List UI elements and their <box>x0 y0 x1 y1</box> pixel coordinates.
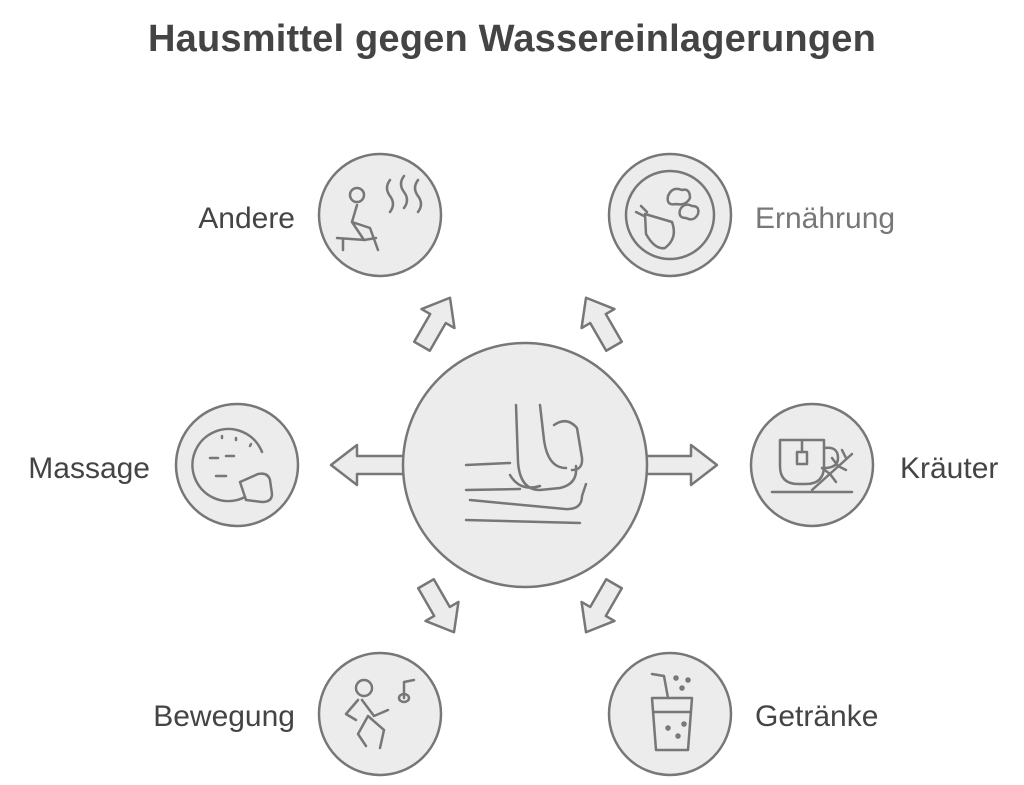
arrow-to-bewegung <box>416 578 460 634</box>
center-circle <box>401 341 649 589</box>
label-ernaehrung: Ernährung <box>755 202 895 235</box>
label-andere: Andere <box>198 202 295 235</box>
arrow-to-kraeuter <box>641 443 719 487</box>
arrow-to-getraenke <box>580 578 624 634</box>
drink-glass-icon <box>650 672 694 752</box>
herbal-tea-icon <box>770 438 854 494</box>
arrow-to-andere <box>412 296 456 352</box>
swollen-foot-icon <box>464 403 588 525</box>
diagram-title: Hausmittel gegen Wassereinlagerungen <box>148 18 876 60</box>
node-getraenke[interactable] <box>607 651 733 777</box>
label-bewegung: Bewegung <box>153 700 295 733</box>
face-massage-icon <box>191 427 274 504</box>
label-kraeuter: Kräuter <box>900 452 998 485</box>
node-kraeuter[interactable] <box>749 402 875 528</box>
node-ernaehrung[interactable] <box>607 152 733 278</box>
vegetable-plate-icon <box>624 169 716 261</box>
node-andere[interactable] <box>317 152 443 278</box>
label-getraenke: Getränke <box>755 700 878 733</box>
node-massage[interactable] <box>174 402 300 528</box>
arrow-to-ernaehrung <box>580 296 624 352</box>
label-massage: Massage <box>28 452 150 485</box>
arrow-to-massage <box>329 443 407 487</box>
dancing-person-icon <box>344 678 416 750</box>
sauna-relax-icon <box>335 174 423 252</box>
